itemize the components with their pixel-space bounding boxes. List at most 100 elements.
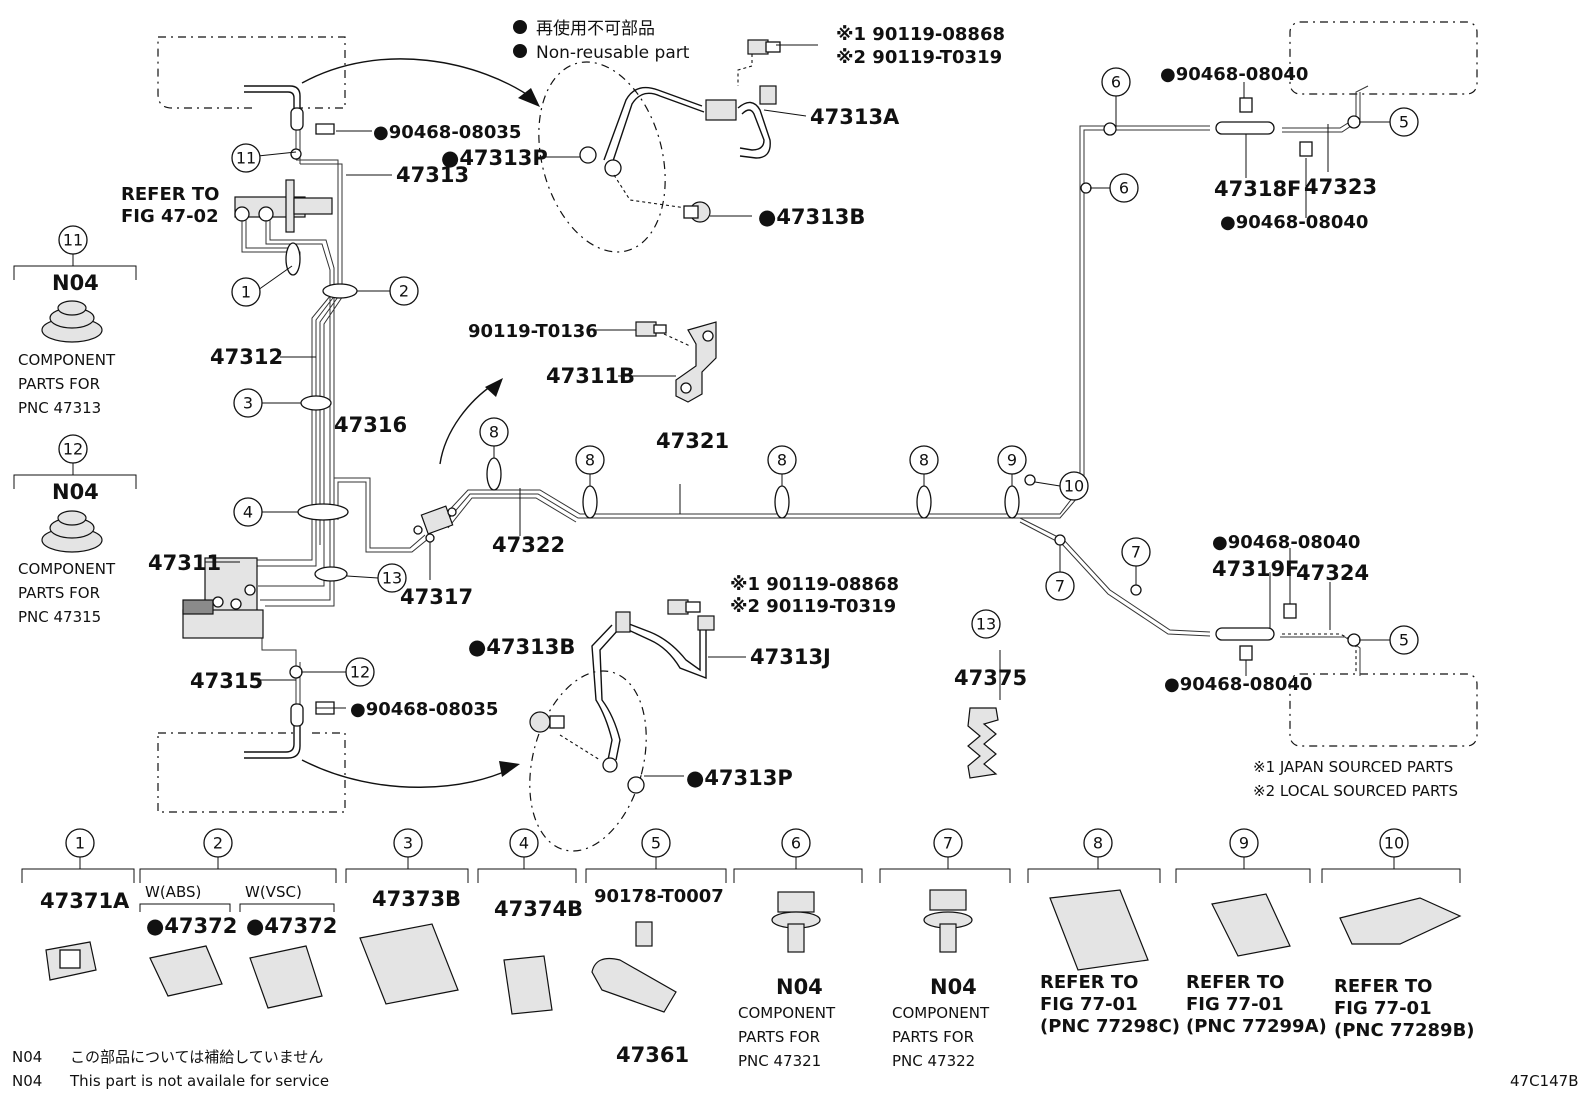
abs-actuator bbox=[182, 557, 264, 639]
label-90468-08040-a: ●90468-08040 bbox=[1160, 64, 1308, 85]
label-47312: 47312 bbox=[210, 345, 283, 369]
label-47319F: 47319F bbox=[1212, 557, 1299, 581]
label-47322: 47322 bbox=[492, 533, 565, 557]
leader-lines bbox=[205, 44, 1390, 777]
callout-7b: 7 bbox=[1131, 543, 1141, 562]
bottom-w-abs: W(ABS) bbox=[145, 883, 201, 901]
label-47313B-bot: ●47313B bbox=[468, 635, 575, 659]
bottom-47373B: 47373B bbox=[372, 887, 461, 911]
bottom-47372-abs: ●47372 bbox=[146, 914, 237, 938]
bottom-component-7: COMPONENT bbox=[892, 1004, 990, 1022]
legend-jp-non-reusable: 再使用不可部品 bbox=[536, 18, 655, 39]
figure-code: 47C147B bbox=[1510, 1072, 1578, 1090]
part-labels-main: ※1 90119-08868 ※2 90119-T0319 47313A ●47… bbox=[121, 24, 1458, 800]
footer-en-note: This part is not availale for service bbox=[69, 1072, 329, 1090]
callout-10: 10 bbox=[1064, 477, 1084, 496]
bottom-pnc-77289b: (PNC 77289B) bbox=[1334, 1020, 1475, 1041]
label-47316: 47316 bbox=[334, 413, 407, 437]
callout-11: 11 bbox=[236, 149, 256, 168]
bottom-callout-10: 10 bbox=[1384, 834, 1404, 853]
legend: 再使用不可部品 Non-reusable part bbox=[513, 18, 690, 63]
label-bolt-b2: ※2 90119-T0319 bbox=[730, 596, 896, 617]
label-47324: 47324 bbox=[1296, 561, 1369, 585]
label-90119-T0136: 90119-T0136 bbox=[468, 321, 598, 342]
bottom-refer-10: REFER TO bbox=[1334, 976, 1432, 997]
callout-6a: 6 bbox=[1111, 73, 1121, 92]
bottom-callout-5: 5 bbox=[651, 834, 661, 853]
label-bolt-b1: ※1 90119-08868 bbox=[730, 574, 899, 595]
bottom-90178-T0007: 90178-T0007 bbox=[594, 886, 724, 907]
label-47313J: 47313J bbox=[750, 645, 831, 669]
label-47311: 47311 bbox=[148, 551, 221, 575]
bottom-47371A: 47371A bbox=[40, 889, 130, 913]
bottom-callout-9: 9 bbox=[1239, 834, 1249, 853]
side-parts-for-11: PARTS FOR bbox=[18, 375, 100, 393]
bottom-pnc-47322: PNC 47322 bbox=[892, 1052, 975, 1070]
callout-13: 13 bbox=[382, 569, 402, 588]
label-90468-08040-d: ●90468-08040 bbox=[1164, 674, 1312, 695]
bottom-fig-8: FIG 77-01 bbox=[1040, 994, 1138, 1015]
front-right-hose-detail bbox=[579, 39, 781, 223]
side-group-12: 12 N04 COMPONENT PARTS FOR PNC 47315 bbox=[13, 434, 137, 626]
label-47313: 47313 bbox=[396, 163, 469, 187]
callout-6b: 6 bbox=[1119, 179, 1129, 198]
bottom-row: 1 47371A 2 W(ABS) W(VSC) ●47372 ●47372 3… bbox=[21, 828, 1475, 1070]
label-47315: 47315 bbox=[190, 669, 263, 693]
legend-en-non-reusable: Non-reusable part bbox=[536, 43, 690, 63]
label-47313P-bot: ●47313P bbox=[686, 766, 793, 790]
footer-jp-note: この部品については補給していません bbox=[70, 1048, 323, 1066]
label-47313P-top: ●47313P bbox=[441, 146, 548, 170]
label-47375: 47375 bbox=[954, 666, 1027, 690]
callout-9: 9 bbox=[1007, 451, 1017, 470]
callout-8b: 8 bbox=[585, 451, 595, 470]
bottom-w-vsc: W(VSC) bbox=[245, 883, 302, 901]
bottom-callout-8: 8 bbox=[1093, 834, 1103, 853]
label-47321: 47321 bbox=[656, 429, 729, 453]
footer-n04-en: N04 bbox=[12, 1072, 42, 1090]
bottom-47374B: 47374B bbox=[494, 897, 583, 921]
bottom-component-6: COMPONENT bbox=[738, 1004, 836, 1022]
bottom-callout-4: 4 bbox=[519, 834, 529, 853]
callout-8c: 8 bbox=[777, 451, 787, 470]
side-pnc-47313: PNC 47313 bbox=[18, 399, 101, 417]
flow-arrows bbox=[301, 58, 540, 788]
side-callout-12: 12 bbox=[63, 440, 83, 459]
bottom-n04-7: N04 bbox=[930, 975, 977, 999]
bottom-pnc-77299a: (PNC 77299A) bbox=[1186, 1016, 1327, 1037]
label-90468-08040-b: ●90468-08040 bbox=[1220, 212, 1368, 233]
bottom-callout-1: 1 bbox=[75, 834, 85, 853]
bottom-callout-2: 2 bbox=[213, 834, 223, 853]
callout-4: 4 bbox=[243, 503, 253, 522]
label-90468-08040-c: ●90468-08040 bbox=[1212, 532, 1360, 553]
callouts-main: 11 1 2 3 4 13 12 8 8 8 8 9 10 6 6 5 5 7 … bbox=[231, 67, 1419, 687]
bottom-n04-6: N04 bbox=[776, 975, 823, 999]
bracket-47311B bbox=[635, 321, 717, 403]
side-group-11: 11 N04 COMPONENT PARTS FOR PNC 47313 bbox=[13, 225, 137, 417]
label-47313B-top: ●47313B bbox=[758, 205, 865, 229]
callout-8d: 8 bbox=[919, 451, 929, 470]
bottom-fig-10: FIG 77-01 bbox=[1334, 998, 1432, 1019]
bottom-callout-3: 3 bbox=[403, 834, 413, 853]
side-pnc-47315: PNC 47315 bbox=[18, 608, 101, 626]
bottom-callout-7: 7 bbox=[943, 834, 953, 853]
side-n04-11: N04 bbox=[52, 271, 99, 295]
legend-japan-sourced: ※1 JAPAN SOURCED PARTS bbox=[1253, 758, 1453, 776]
side-callout-11: 11 bbox=[63, 231, 83, 250]
bottom-pnc-77298c: (PNC 77298C) bbox=[1040, 1016, 1180, 1037]
label-47318F: 47318F bbox=[1214, 177, 1301, 201]
vehicle-outline-boxes bbox=[157, 21, 1478, 852]
bottom-fig-9: FIG 77-01 bbox=[1186, 994, 1284, 1015]
front-left-hose-detail bbox=[529, 599, 715, 794]
bolt-47313B-bottom bbox=[529, 711, 551, 733]
clamp-47375 bbox=[967, 707, 999, 779]
label-47323: 47323 bbox=[1304, 175, 1377, 199]
callout-13b: 13 bbox=[976, 615, 996, 634]
label-refer-fig: REFER TO bbox=[121, 184, 219, 205]
callout-1: 1 bbox=[241, 283, 251, 302]
bottom-47372-vsc: ●47372 bbox=[246, 914, 337, 938]
bottom-parts-for-6: PARTS FOR bbox=[738, 1028, 820, 1046]
callout-3: 3 bbox=[243, 394, 253, 413]
bottom-pnc-47321: PNC 47321 bbox=[738, 1052, 821, 1070]
bottom-callout-6: 6 bbox=[791, 834, 801, 853]
